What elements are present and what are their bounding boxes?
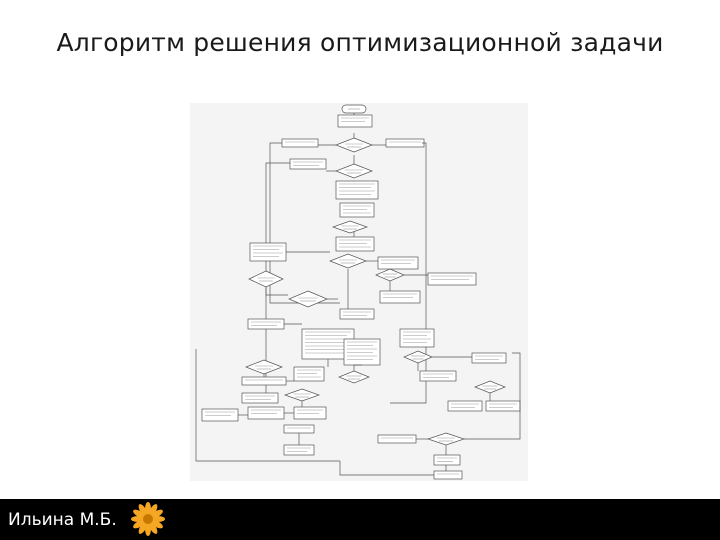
process-block <box>241 376 287 386</box>
process-block <box>419 370 457 382</box>
connector-line <box>353 364 362 371</box>
process-block <box>339 202 375 218</box>
process-block <box>377 434 417 444</box>
connector-line <box>195 349 340 462</box>
process-block <box>201 408 239 422</box>
decision-block <box>403 350 433 364</box>
process-block <box>379 290 421 304</box>
decision-block <box>248 270 284 288</box>
decision-block <box>245 359 283 375</box>
decision-block <box>329 253 367 269</box>
process-block <box>283 424 315 434</box>
process-block <box>433 470 463 480</box>
process-block <box>281 138 319 148</box>
process-block <box>337 114 373 128</box>
process-block <box>293 366 325 382</box>
slide-title: Алгоритм решения оптимизационной задачи <box>56 28 664 57</box>
process-block <box>247 318 285 330</box>
decision-block <box>474 380 506 394</box>
connector-line <box>390 142 427 404</box>
author-name: Ильина М.Б. <box>8 510 117 530</box>
flower-logo-icon <box>131 502 165 536</box>
decision-block <box>338 370 370 384</box>
connector-line <box>265 287 288 296</box>
footer-bar: Ильина М.Б. <box>0 499 720 540</box>
decision-block <box>375 268 405 282</box>
process-block <box>241 392 279 404</box>
process-block <box>377 256 419 270</box>
decision-block <box>426 432 466 446</box>
decision-block <box>335 163 373 179</box>
process-block <box>335 236 375 252</box>
process-block <box>339 308 375 320</box>
algorithm-flowchart-image <box>190 103 528 481</box>
process-block <box>433 454 461 466</box>
process-block <box>427 272 477 286</box>
process-block <box>343 338 381 366</box>
process-block <box>283 444 315 456</box>
process-block <box>471 352 507 364</box>
process-block <box>289 158 327 170</box>
process-block <box>385 138 425 148</box>
connector-line <box>464 352 521 440</box>
decision-block <box>331 220 369 234</box>
decision-block <box>288 290 328 308</box>
process-block <box>247 406 285 420</box>
process-block <box>293 406 327 420</box>
decision-block <box>335 137 373 153</box>
process-block <box>447 400 483 412</box>
decision-block <box>283 388 321 402</box>
process-block <box>485 400 521 412</box>
connector-line <box>339 461 434 476</box>
